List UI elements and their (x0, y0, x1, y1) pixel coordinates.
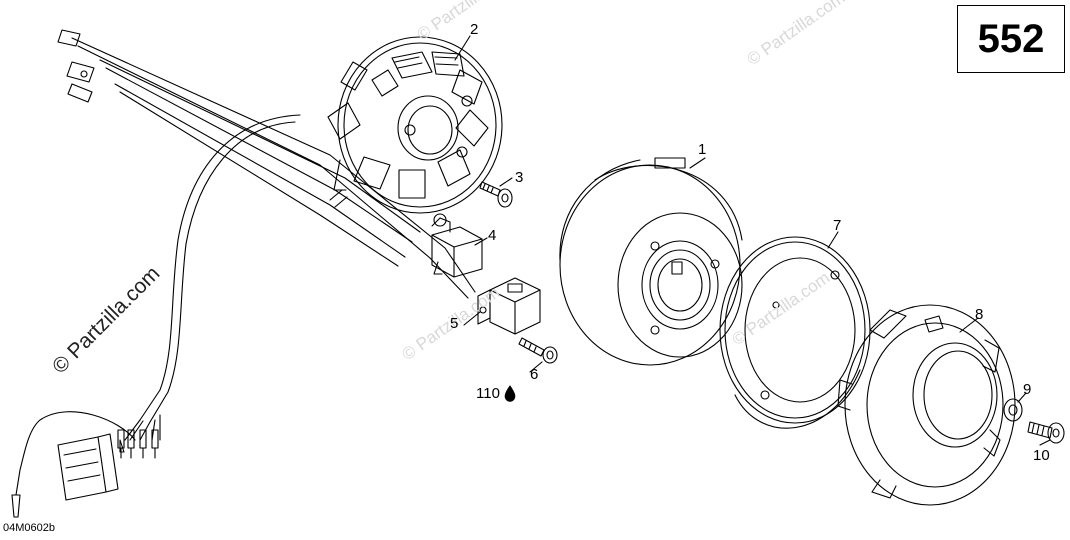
callout-7[interactable]: 7 (833, 217, 842, 234)
callout-6[interactable]: 6 (530, 366, 539, 383)
callout-2[interactable]: 2 (470, 21, 479, 38)
sensor-4[interactable] (431, 213, 483, 278)
starter-cup[interactable] (719, 236, 871, 429)
wiring-harness (11, 29, 476, 518)
callout-3[interactable]: 3 (515, 169, 524, 186)
figure-code: 04M0602b (3, 522, 55, 534)
loctite-drop-icon (504, 385, 516, 402)
callout-1[interactable]: 1 (698, 141, 707, 158)
callout-5[interactable]: 5 (450, 315, 459, 332)
page-number-box: 552 (957, 5, 1065, 73)
callout-9[interactable]: 9 (1023, 381, 1032, 398)
callout-4[interactable]: 4 (488, 227, 497, 244)
callout-10[interactable]: 10 (1033, 447, 1050, 464)
stator[interactable] (327, 36, 503, 214)
flywheel[interactable] (559, 157, 743, 366)
bolt-6[interactable] (518, 337, 558, 364)
leader-lines (454, 35, 1051, 446)
washer-9[interactable] (1003, 398, 1023, 422)
bolt-10[interactable] (1027, 421, 1065, 444)
screw-3[interactable] (479, 181, 513, 208)
sensor-5[interactable] (477, 277, 541, 335)
callout-8[interactable]: 8 (975, 306, 984, 323)
callout-110[interactable]: 110 (476, 385, 500, 402)
